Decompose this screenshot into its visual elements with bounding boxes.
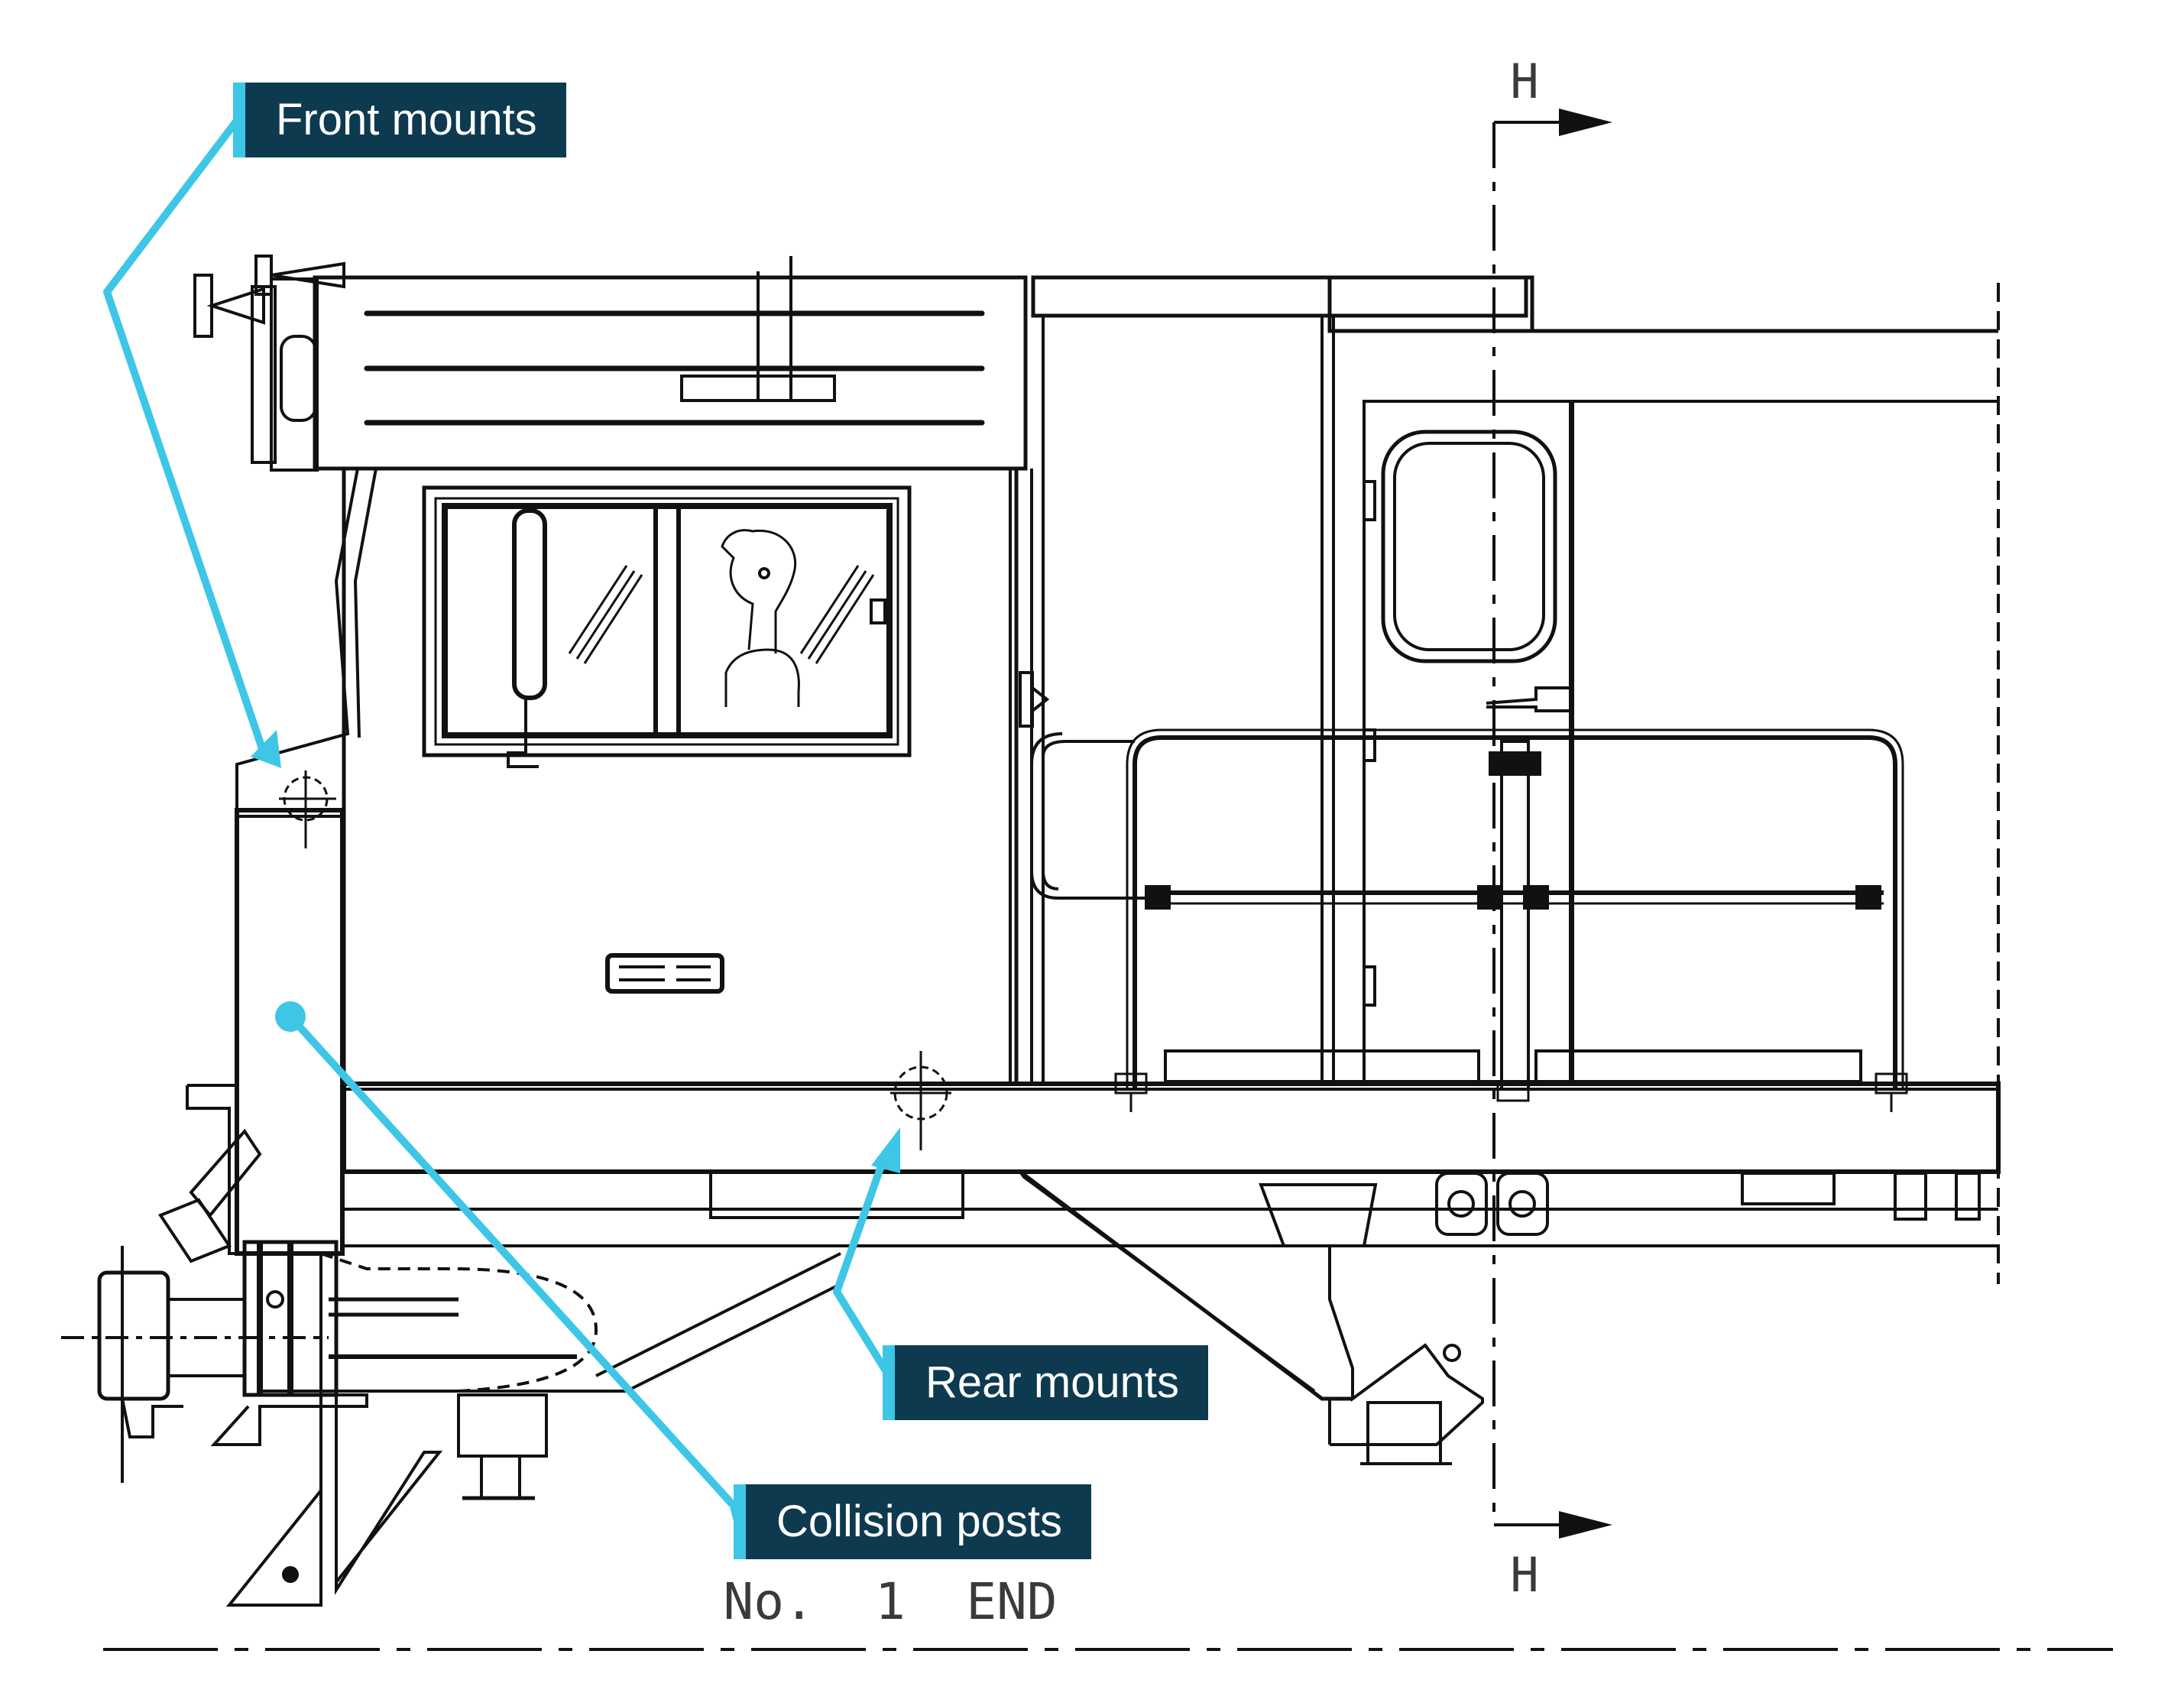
front-mounts-leader (103, 115, 267, 757)
collision-posts-leader (287, 1013, 741, 1525)
leader-lines (103, 115, 900, 1525)
cab-plate (605, 953, 724, 994)
section-arrow-bottom (1559, 1511, 1612, 1539)
coupler-assembly (61, 1084, 841, 1607)
walkway-handrail (1030, 728, 1904, 1091)
horn-assembly (193, 255, 345, 472)
long-hood (1031, 275, 2000, 1284)
section-arrow-top (1559, 109, 1612, 136)
front-mounts-arrowhead (251, 730, 281, 768)
rear-mounts-leader (833, 1158, 890, 1376)
section-mark-bottom: H (1510, 1547, 1538, 1603)
line-art (61, 255, 2001, 1607)
mount-symbols (279, 770, 1908, 1150)
cab-roof (313, 275, 1028, 471)
frame-walkway (342, 1082, 2001, 1174)
cab-window (422, 485, 912, 768)
rear-mounts-arrowhead (871, 1127, 900, 1173)
rear-mounts-callout: Rear mounts (883, 1345, 1209, 1420)
section-mark-top: H (1510, 54, 1538, 109)
collision-post (235, 808, 345, 1256)
collision-posts-dot (275, 1001, 306, 1032)
front-mounts-callout: Front mounts (233, 83, 566, 157)
collision-posts-callout: Collision posts (734, 1484, 1091, 1559)
section-line-h (1492, 121, 1559, 1526)
end-label: No. 1 END (723, 1572, 1057, 1631)
